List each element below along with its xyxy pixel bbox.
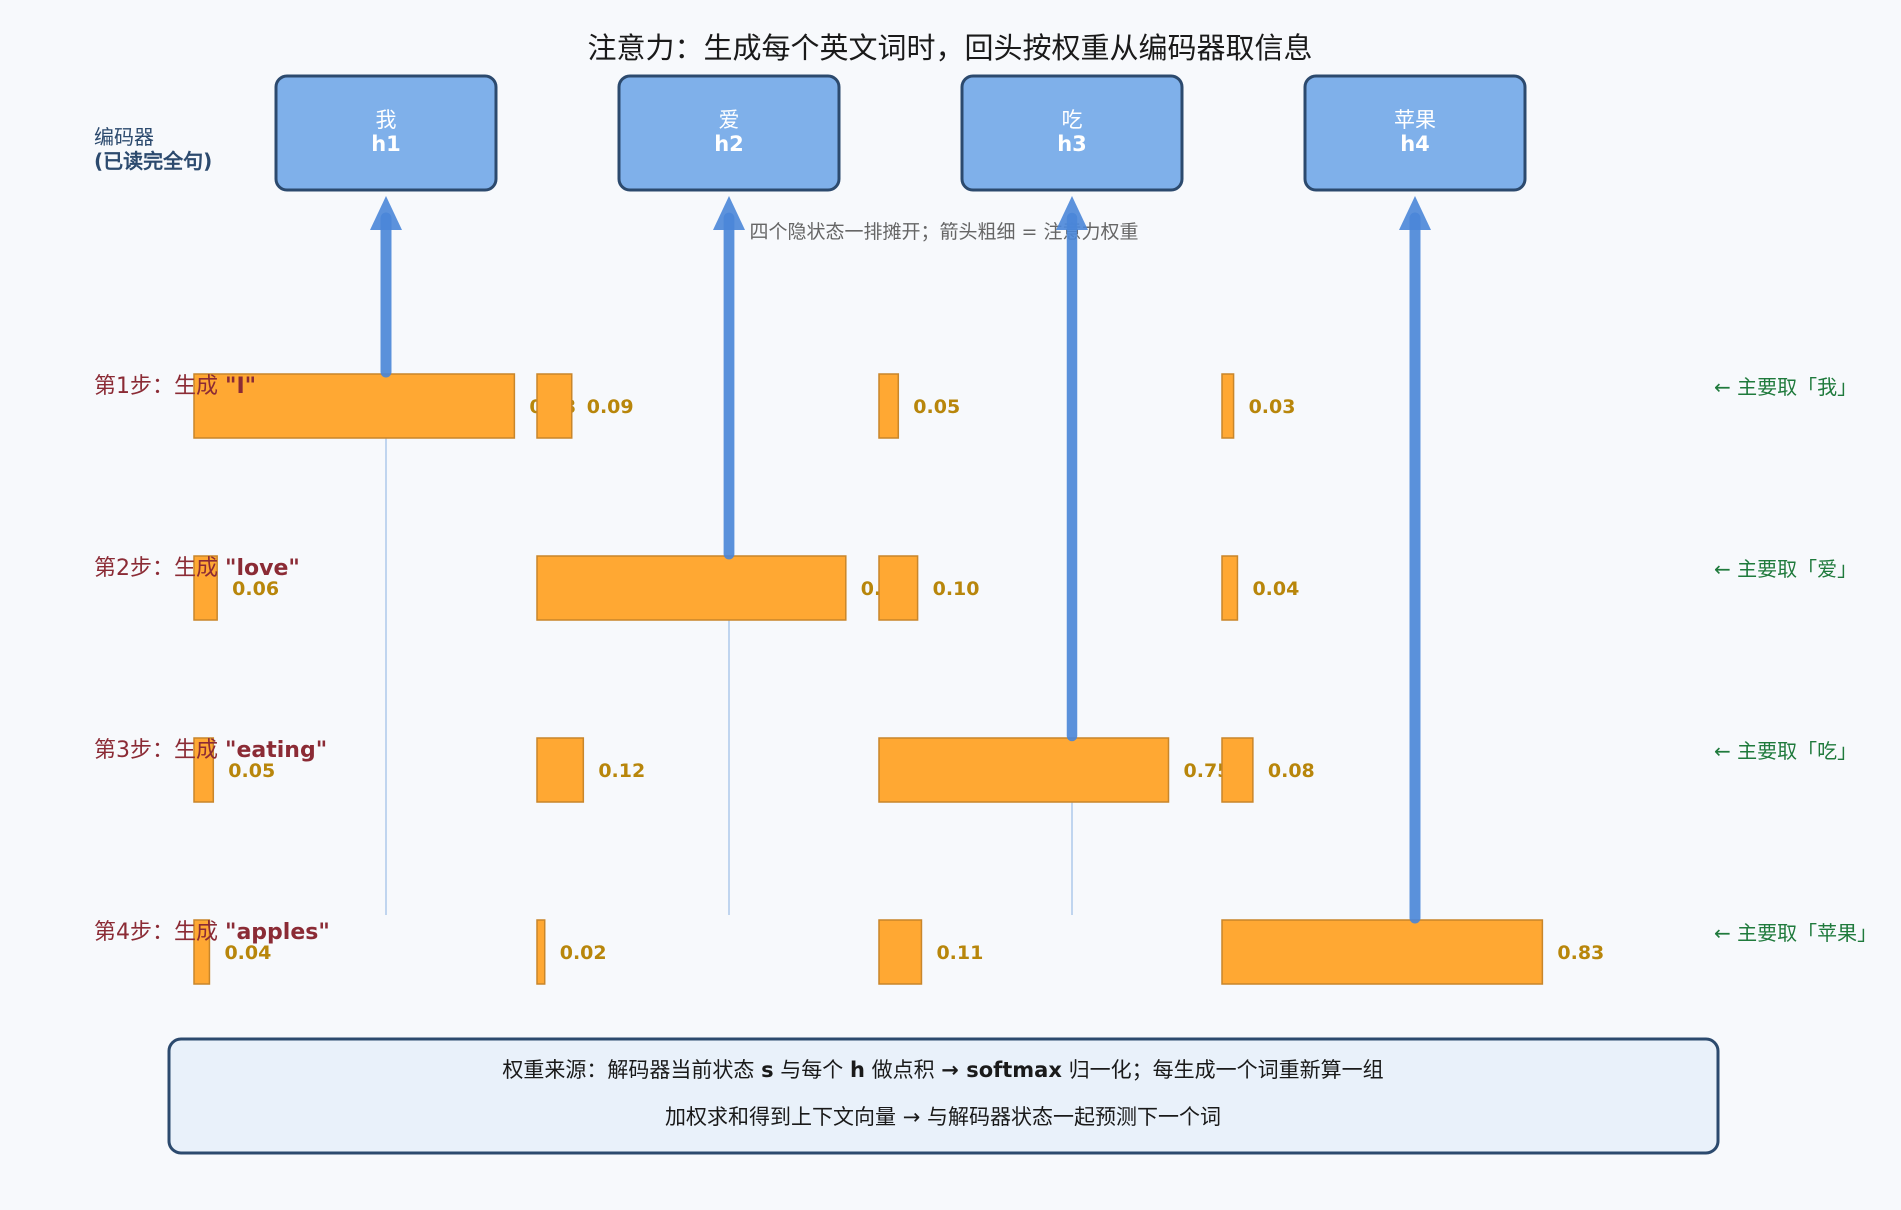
attention-arrow-head: [1056, 196, 1088, 230]
encoder-state: h1: [371, 132, 401, 156]
step-prefix: 第2步：生成: [94, 556, 225, 581]
weight-value: 0.08: [1268, 760, 1315, 782]
encoder-box-rect: [617, 74, 841, 192]
encoder-box-h2: 爱h2: [617, 74, 841, 192]
weight-bar: [536, 737, 585, 803]
step-labels: 第1步：生成 "I"← 主要取「我」第2步：生成 "love"← 主要取「爱」第…: [94, 374, 1877, 945]
weight-value: 0.75: [1184, 760, 1231, 782]
step-prefix: 第4步：生成: [94, 920, 225, 945]
encoder-state: h3: [1057, 132, 1087, 156]
step-target-word: "I": [225, 374, 256, 399]
attention-arrows: [370, 196, 1431, 924]
attention-arrow-head: [370, 196, 402, 230]
encoder-word: 我: [376, 108, 397, 132]
encoder-word: 吃: [1062, 108, 1083, 132]
encoder-box-rect: [1303, 74, 1527, 192]
weight-bar: [1221, 555, 1239, 621]
encoder-box-rect: [274, 74, 498, 192]
diagram-title: 注意力：生成每个英文词时，回头按权重从编码器取信息: [587, 31, 1312, 65]
step-prefix: 第3步：生成: [94, 738, 225, 763]
footer-line-1-part: s: [761, 1058, 774, 1082]
step-label: 第4步：生成 "apples": [94, 920, 330, 945]
weight-value: 0.02: [560, 942, 607, 964]
weight-bar: [878, 555, 919, 621]
footer-line-1-part: h: [850, 1058, 865, 1082]
weight-bar: [536, 373, 573, 439]
step-prefix: 第1步：生成: [94, 374, 225, 399]
weight-value: 0.06: [232, 578, 279, 600]
encoder-box-h3: 吃h3: [960, 74, 1184, 192]
weight-bar: [878, 373, 900, 439]
encoder-sublabel: (已读完全句): [94, 149, 212, 173]
footer-line-2: 加权求和得到上下文向量 → 与解码器状态一起预测下一个词: [665, 1105, 1221, 1129]
step-side-note: ← 主要取「吃」: [1714, 739, 1857, 763]
weight-bar: [878, 737, 1170, 803]
diagram-caption: 四个隐状态一排摊开；箭头粗细 = 注意力权重: [749, 221, 1138, 243]
weight-bar: [878, 919, 923, 985]
encoder-word: 爱: [719, 108, 740, 132]
weight-bar: [193, 919, 211, 985]
step-target-word: "love": [225, 556, 300, 581]
attention-arrow-head: [1399, 196, 1431, 230]
weight-value: 0.09: [587, 396, 634, 418]
footer-line-1-part: 做点积: [865, 1058, 941, 1082]
attention-arrow: [1399, 196, 1431, 924]
footer-line-1-part: → softmax: [941, 1058, 1062, 1082]
attention-arrow: [1056, 196, 1088, 742]
weight-bar: [1221, 919, 1544, 985]
encoder-state: h4: [1400, 132, 1430, 156]
weight-bar: [1221, 737, 1254, 803]
weight-bar: [193, 373, 516, 439]
attention-arrow: [370, 196, 402, 378]
weight-bar: [536, 555, 847, 621]
footer-line-1-part: 归一化；每生成一个词重新算一组: [1062, 1058, 1384, 1082]
footer-box: [167, 1037, 1720, 1155]
step-label: 第2步：生成 "love": [94, 556, 300, 581]
attention-arrow: [713, 196, 745, 560]
footer-line-1-part: 权重来源：解码器当前状态: [502, 1058, 761, 1082]
footer-line-1-part: 与每个: [774, 1058, 850, 1082]
step-side-note: ← 主要取「我」: [1714, 375, 1857, 399]
weight-value: 0.04: [1252, 578, 1299, 600]
encoder-box-h1: 我h1: [274, 74, 498, 192]
step-side-note: ← 主要取「苹果」: [1714, 921, 1877, 945]
step-side-note: ← 主要取「爱」: [1714, 557, 1857, 581]
encoder-box-rect: [960, 74, 1184, 192]
step-target-word: "eating": [225, 738, 327, 763]
step-label: 第1步：生成 "I": [94, 374, 256, 399]
weight-value: 0.05: [913, 396, 960, 418]
step-target-word: "apples": [225, 920, 330, 945]
weight-bar: [193, 737, 215, 803]
attention-arrow-head: [713, 196, 745, 230]
weight-value: 0.03: [1249, 396, 1296, 418]
weight-value: 0.05: [228, 760, 275, 782]
weight-bar: [193, 555, 218, 621]
weight-value: 0.11: [936, 942, 983, 964]
weight-value: 0.12: [598, 760, 645, 782]
encoder-label: 编码器: [94, 125, 154, 149]
encoder-state: h2: [714, 132, 744, 156]
weight-bars: 0.830.090.050.030.060.800.100.040.050.12…: [193, 373, 1604, 985]
weight-value: 0.83: [1557, 942, 1604, 964]
footer-line-1: 权重来源：解码器当前状态 s 与每个 h 做点积 → softmax 归一化；每…: [502, 1058, 1383, 1082]
weight-bar: [536, 919, 546, 985]
weight-bar: [1221, 373, 1235, 439]
weight-value: 0.10: [933, 578, 980, 600]
step-label: 第3步：生成 "eating": [94, 738, 327, 763]
weight-value: 0.04: [224, 942, 271, 964]
encoder-word: 苹果: [1394, 108, 1436, 132]
